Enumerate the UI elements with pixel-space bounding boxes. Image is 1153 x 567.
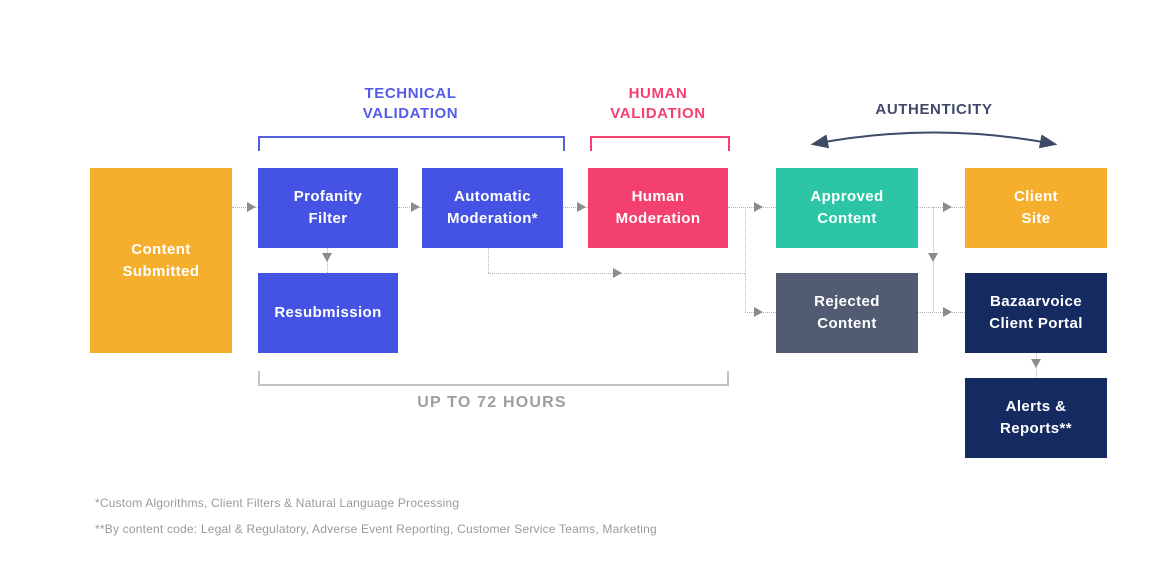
arrowhead-down-icon — [322, 253, 332, 262]
node-label: Content Submitted — [122, 240, 200, 280]
human-validation-label: HUMAN VALIDATION — [610, 85, 706, 122]
node-label: Alerts & Reports** — [1000, 398, 1072, 437]
footnote-custom-algorithms: *Custom Algorithms, Client Filters & Nat… — [95, 496, 460, 510]
footnote-content-code: **By content code: Legal & Regulatory, A… — [95, 522, 657, 536]
node-label: Client Site — [1013, 188, 1059, 227]
authenticity-label: AUTHENTICITY — [875, 101, 993, 118]
arrowhead-right-icon — [247, 202, 256, 212]
connector-content-to-profanity — [232, 207, 258, 208]
authenticity-arrow-icon — [810, 131, 1058, 149]
node-label: Profanity Filter — [293, 188, 363, 227]
connector-rejected-to-portal — [918, 312, 965, 313]
node-bazaarvoice-client-portal: Bazaarvoice Client Portal — [965, 273, 1107, 353]
node-alerts-reports: Alerts & Reports** — [965, 378, 1107, 458]
up-to-72-hours-label: UP TO 72 HOURS — [417, 394, 567, 411]
node-label: Resubmission — [274, 304, 382, 322]
up-to-72-hours-bracket — [258, 371, 729, 386]
arrowhead-right-icon — [577, 202, 586, 212]
node-label: Approved Content — [810, 188, 884, 227]
arrowhead-right-icon — [754, 307, 763, 317]
arrowhead-right-icon — [943, 307, 952, 317]
node-label: Rejected Content — [814, 293, 880, 332]
connector-human-to-approved — [728, 207, 776, 208]
connector-approved-to-clientsite — [918, 207, 965, 208]
node-rejected-content: Rejected Content — [776, 273, 918, 353]
node-client-site: Client Site — [965, 168, 1107, 248]
node-label: Human Moderation — [615, 188, 701, 227]
node-approved-content: Approved Content — [776, 168, 918, 248]
node-human-moderation: Human Moderation — [588, 168, 728, 248]
node-profanity-filter: Profanity Filter — [258, 168, 398, 248]
human-validation-bracket — [590, 136, 730, 151]
arrowhead-right-icon — [411, 202, 420, 212]
technical-validation-bracket — [258, 136, 565, 151]
arrowhead-right-icon — [943, 202, 952, 212]
node-label: Bazaarvoice Client Portal — [989, 293, 1083, 332]
node-label: Automatic Moderation* — [446, 188, 539, 227]
arrowhead-down-icon — [928, 253, 938, 262]
connector-automatic-bypass-drop — [488, 248, 489, 273]
connector-automatic-to-human — [563, 207, 588, 208]
arrowhead-right-icon — [613, 268, 622, 278]
technical-validation-label: TECHNICAL VALIDATION — [362, 85, 459, 122]
arrowhead-right-icon — [754, 202, 763, 212]
connector-profanity-to-automatic — [398, 207, 422, 208]
arrowhead-down-icon — [1031, 359, 1041, 368]
node-resubmission: Resubmission — [258, 273, 398, 353]
node-automatic-moderation: Automatic Moderation* — [422, 168, 563, 248]
connector-junction-vertical — [745, 207, 746, 312]
node-content-submitted: Content Submitted — [90, 168, 232, 353]
